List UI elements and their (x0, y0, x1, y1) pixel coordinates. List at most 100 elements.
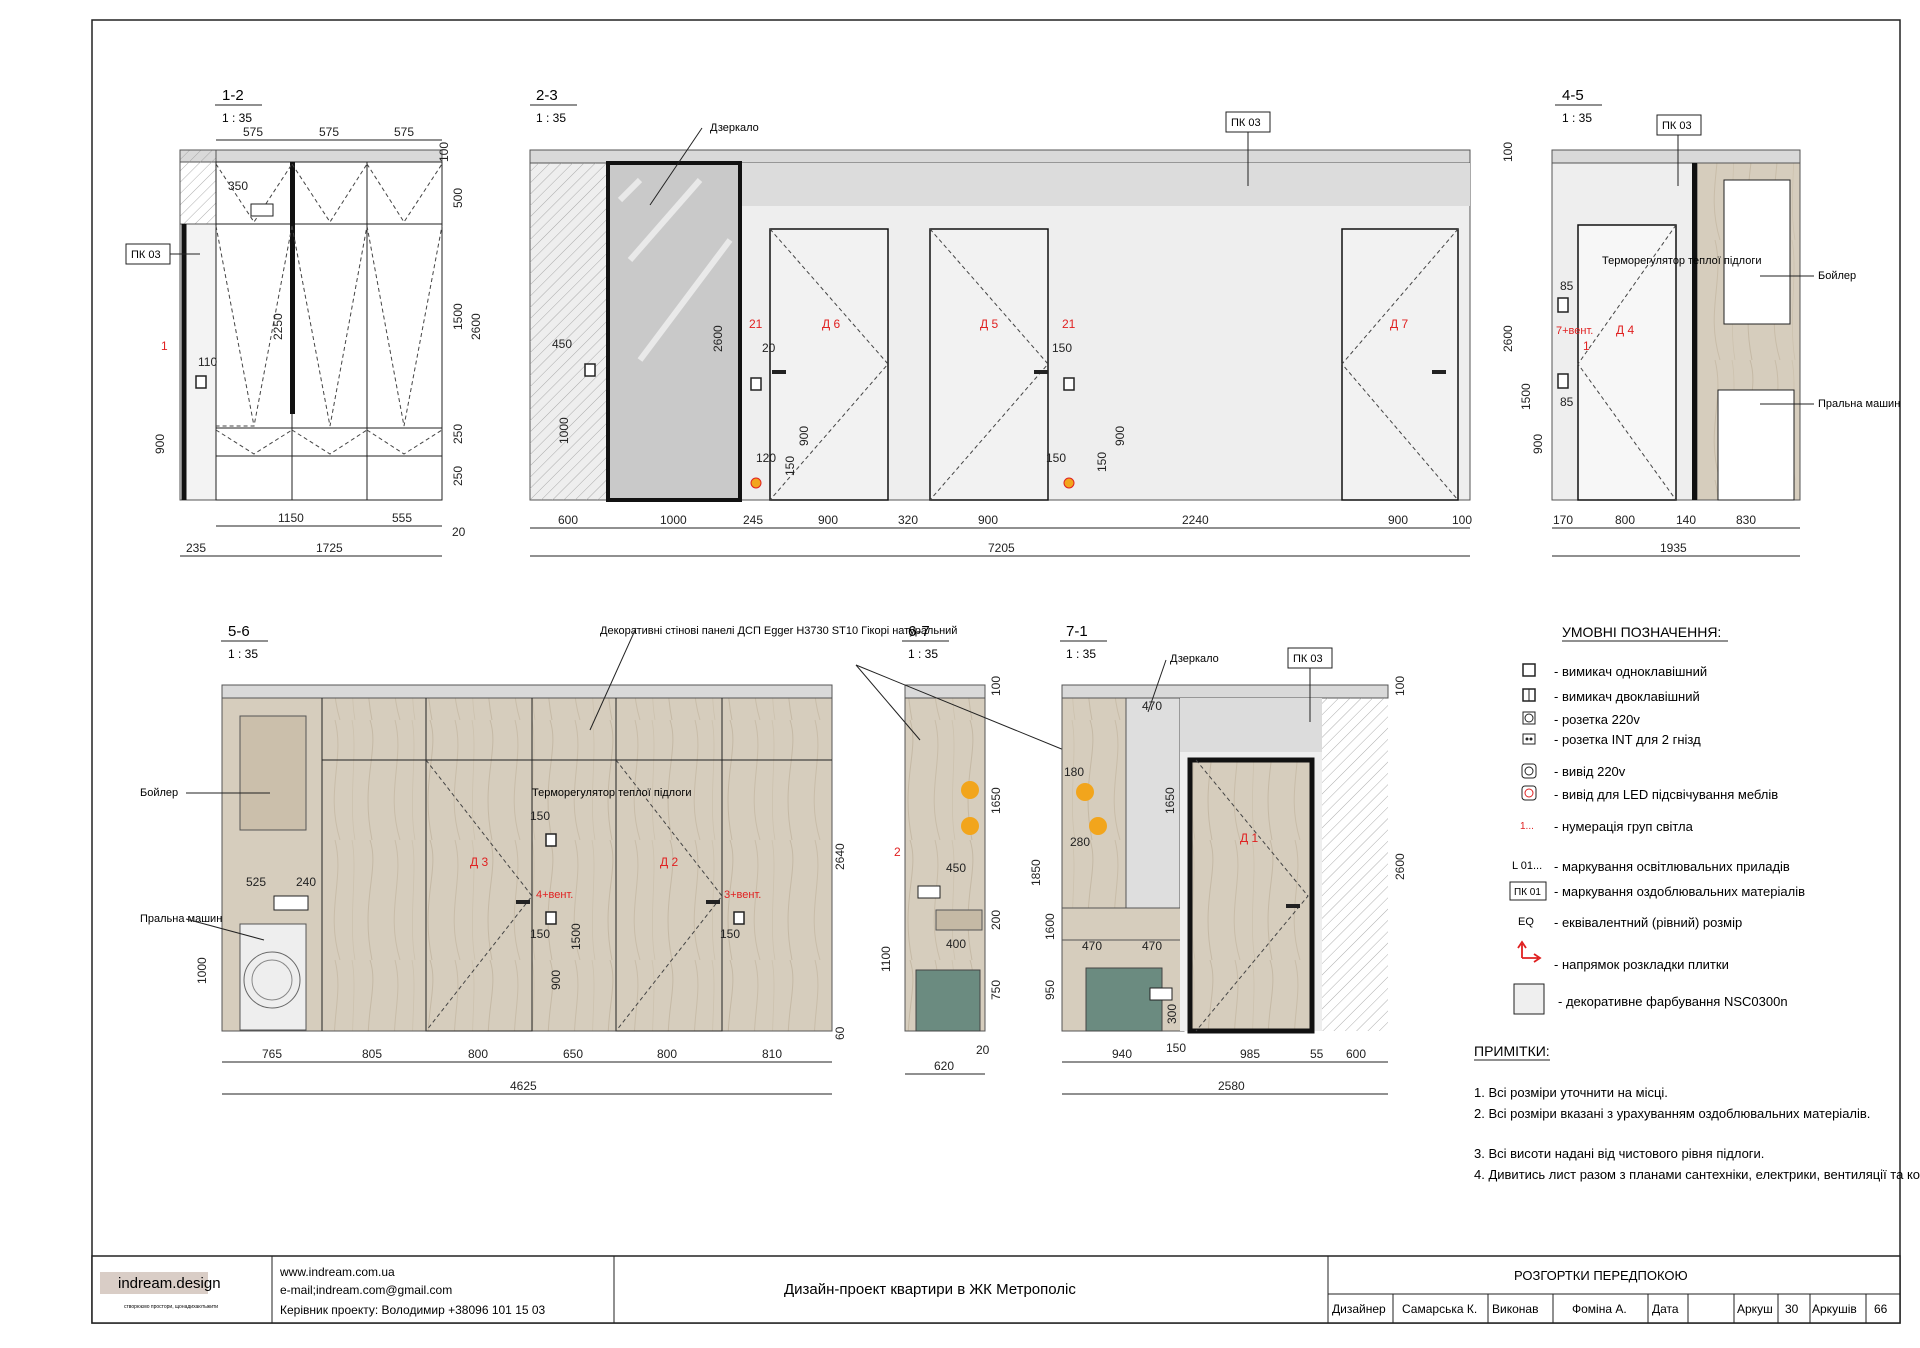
dim: 150 (720, 927, 740, 941)
pk-tag (1656, 114, 1702, 136)
project-manager: Керівник проекту: Володимир +38096 101 1… (280, 1303, 546, 1317)
dim: 100 (1393, 676, 1407, 696)
dim: 575 (394, 125, 414, 139)
sheets-total: 66 (1874, 1302, 1888, 1316)
dim: 2600 (711, 325, 725, 352)
dim: 140 (1676, 513, 1696, 527)
dim: 85 (1560, 279, 1574, 293)
dim: 85 (1560, 395, 1574, 409)
dimensions-5-6: 525 240 1000 150 150 1500 900 150 2640 6… (195, 809, 847, 1095)
pk-tag (1509, 881, 1547, 901)
sheet-label: Аркуш (1737, 1302, 1773, 1316)
logo-background (100, 1272, 208, 1294)
legend-symbol-pk: ПК 01 (1514, 887, 1541, 898)
dim: 800 (657, 1047, 677, 1061)
elevation-7-1: 7-1 1 : 35 Дзеркало ПК 03 Д 1 470 180 28… (1029, 623, 1407, 1095)
door-tag: Д 3 (470, 855, 488, 869)
notes-title: ПРИМІТКИ: (1474, 1043, 1550, 1059)
note-item: 4. Дивитись лист разом з планами сантехн… (1474, 1167, 1920, 1182)
dim: 2600 (469, 313, 483, 340)
panel-callout: Декоративні стінові панелі ДСП Egger H37… (600, 625, 957, 637)
dim: 1650 (1163, 787, 1177, 814)
light-group-number: 21 (749, 317, 763, 331)
dim: 2250 (271, 313, 285, 340)
sheet-number: 30 (1785, 1302, 1799, 1316)
elevation-2-3: 2-3 1 : 35 Дзеркало ПК 03 Д 6 Д 5 Д 7 21… (529, 87, 1472, 557)
executor-name: Фоміна А. (1572, 1302, 1627, 1316)
dim: 525 (246, 875, 266, 889)
thermostat-label: Терморегулятор теплої підлоги (1602, 255, 1762, 267)
legend-item: - вивід 220v (1554, 764, 1626, 779)
washer-callout: Пральна машин (140, 913, 222, 925)
dim: 450 (552, 337, 572, 351)
dim: 600 (1346, 1047, 1366, 1061)
dim: 1935 (1660, 541, 1687, 555)
dim: 900 (1113, 426, 1127, 446)
dim: 1600 (1043, 913, 1057, 940)
elevation-5-6: 5-6 1 : 35 Декоративні стінові панелі ДС… (140, 623, 957, 1095)
legend-item: - маркування оздоблювальних матеріалів (1554, 884, 1805, 899)
dim: 800 (1615, 513, 1635, 527)
elevation-title: 7-1 (1066, 623, 1088, 640)
elevation-scale: 1 : 35 (222, 111, 252, 125)
dim: 150 (530, 927, 550, 941)
dim: 150 (530, 809, 550, 823)
elevation-title: 4-5 (1562, 87, 1584, 104)
title-block: indream.design створюємо простори, щонад… (91, 1255, 1901, 1324)
dim: 1100 (879, 946, 893, 972)
light-group-number: 1 (1583, 339, 1590, 353)
dim: 250 (451, 466, 465, 486)
switch-single-icon (1522, 663, 1536, 677)
elevation-scale: 1 : 35 (908, 647, 938, 661)
dim: 20 (452, 525, 466, 539)
dim: 150 (1046, 451, 1066, 465)
paint-swatch (1513, 983, 1545, 1015)
dim: 600 (558, 513, 578, 527)
date-label: Дата (1652, 1302, 1679, 1316)
dim: 110 (198, 355, 217, 369)
dim: 940 (1112, 1047, 1132, 1061)
elevation-1-2: 1-2 1 : 35 ПК 03 1 575 575 575 100 (125, 87, 483, 557)
door-tag: Д 5 (980, 317, 998, 331)
dim: 900 (549, 970, 563, 990)
tile-direction-icon (1517, 940, 1542, 963)
elevation-title: 2-3 (536, 87, 558, 104)
dim: 985 (1240, 1047, 1260, 1061)
vent-tag: 4+вент. (536, 889, 573, 901)
dim: 100 (1452, 513, 1472, 527)
legend-item: - нумерація груп світла (1554, 819, 1694, 834)
dim: 470 (1142, 939, 1162, 953)
dim: 55 (1310, 1047, 1324, 1061)
thermostat-callout: Терморегулятор теплої підлоги (1602, 255, 1762, 267)
dim: 100 (1501, 142, 1515, 162)
project-title: Дизайн-проект квартири в ЖК Метрополіс (784, 1281, 1076, 1298)
dim: 150 (1052, 341, 1072, 355)
socket-int-icon (1522, 733, 1536, 745)
legend: УМОВНІ ПОЗНАЧЕННЯ: - вимикач одноклавішн… (1509, 624, 1805, 1015)
dim: 900 (797, 426, 811, 446)
dim: 1500 (1519, 383, 1533, 410)
door-tag: Д 7 (1390, 317, 1408, 331)
dim: 180 (1064, 765, 1084, 779)
dim: 150 (1166, 1041, 1186, 1055)
dimensions-1-2: 575 575 575 100 350 500 2250 2600 1500 1… (153, 125, 483, 557)
pk-label: ПК 03 (131, 249, 161, 261)
dim: 900 (1531, 434, 1545, 454)
note-item: 3. Всі висоти надані від чистового рівня… (1474, 1146, 1764, 1161)
panel-callout-text: Декоративні стінові панелі ДСП Egger H37… (600, 625, 957, 637)
dim: 805 (362, 1047, 382, 1061)
company-logo: indream.design (118, 1275, 221, 1292)
designer-name: Самарська К. (1402, 1302, 1477, 1316)
led-outlet-icon (1521, 785, 1537, 801)
dim: 280 (1070, 835, 1090, 849)
dim: 100 (437, 142, 451, 162)
legend-symbol-eq: EQ (1518, 916, 1534, 928)
dimensions-4-5: 100 85 2600 1500 900 85 170 800 140 830 … (1501, 142, 1800, 557)
boiler-callout: Бойлер (1818, 270, 1856, 282)
dim: 2640 (833, 843, 847, 870)
vent-tag: 7+вент. (1556, 325, 1593, 337)
light-group-number: 21 (1062, 317, 1076, 331)
dim: 450 (946, 861, 966, 875)
dim: 1850 (1029, 859, 1043, 886)
pk-label: ПК 03 (1293, 653, 1323, 665)
